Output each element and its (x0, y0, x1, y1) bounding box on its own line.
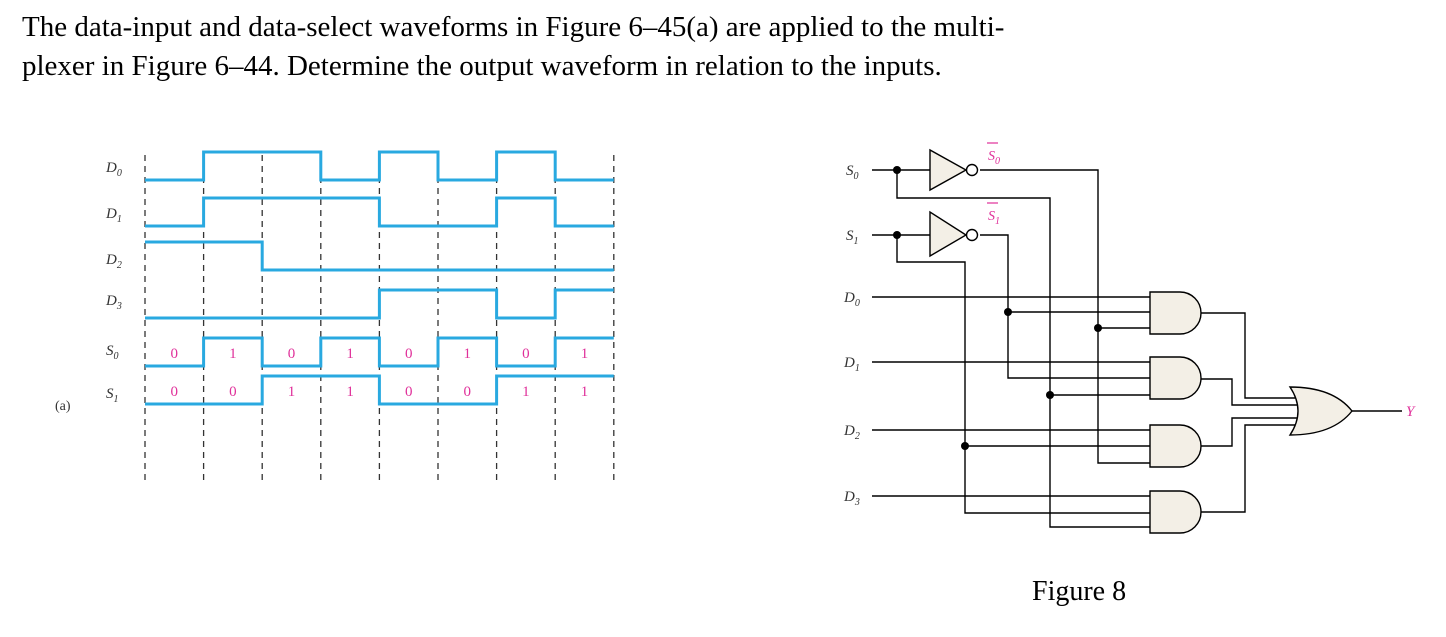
signal-label-d2: D2 (105, 252, 122, 271)
problem-line-1: The data-input and data-select waveforms… (22, 11, 1005, 43)
signal-label-s1: S1 (106, 386, 119, 405)
select-value: 0 (171, 384, 179, 400)
select-value: 0 (522, 346, 530, 362)
input-label-s1: S1 (846, 228, 859, 247)
select-value: 1 (229, 346, 237, 362)
junction-dots (893, 166, 1102, 450)
and-gate-1 (1149, 291, 1202, 335)
problem-statement: The data-input and data-select waveforms… (22, 8, 1422, 86)
signal-label-d3: D3 (105, 293, 122, 312)
waveform-d3 (145, 288, 614, 320)
signal-label-s0: S0 (106, 343, 119, 362)
input-label-d3: D3 (843, 489, 860, 508)
and-gate-2 (1149, 356, 1202, 400)
output-label-y: Y (1406, 404, 1416, 420)
s0-bar-label: S0 (988, 149, 1000, 167)
waveform-d0 (145, 150, 614, 182)
waveform-d2 (145, 240, 614, 272)
select-value: 1 (464, 346, 472, 362)
select-value: 1 (522, 384, 530, 400)
input-label-s0: S0 (846, 163, 859, 182)
select-value: 0 (288, 346, 296, 362)
signal-label-d0: D0 (105, 160, 122, 179)
select-value: 0 (405, 384, 413, 400)
and-gate-3 (1149, 424, 1202, 468)
part-label: (a) (55, 399, 71, 414)
signal-label-d1: D1 (105, 206, 122, 225)
s1-bar-label: S1 (988, 209, 1000, 227)
input-label-d2: D2 (843, 423, 860, 442)
figure-caption: Figure 8 (1032, 576, 1127, 607)
select-value: 1 (288, 384, 296, 400)
waveform-s1 (145, 374, 614, 406)
select-value: 1 (346, 346, 354, 362)
input-label-d1: D1 (843, 355, 860, 374)
waveform-d1 (145, 196, 614, 228)
inverter-s0 (929, 148, 979, 192)
waveform-s0 (145, 336, 614, 368)
mux-wiring (872, 169, 1402, 528)
or-gate (1288, 386, 1353, 436)
and-gate-4 (1149, 490, 1202, 534)
select-value: 1 (581, 384, 589, 400)
select-value: 1 (346, 384, 354, 400)
select-value: 0 (464, 384, 472, 400)
select-value: 0 (405, 346, 413, 362)
select-value: 0 (171, 346, 179, 362)
select-value: 1 (581, 346, 589, 362)
inverter-s1 (929, 210, 979, 258)
select-value: 0 (229, 384, 237, 400)
input-label-d0: D0 (843, 290, 860, 309)
problem-line-2: plexer in Figure 6–44. Determine the out… (22, 50, 942, 82)
